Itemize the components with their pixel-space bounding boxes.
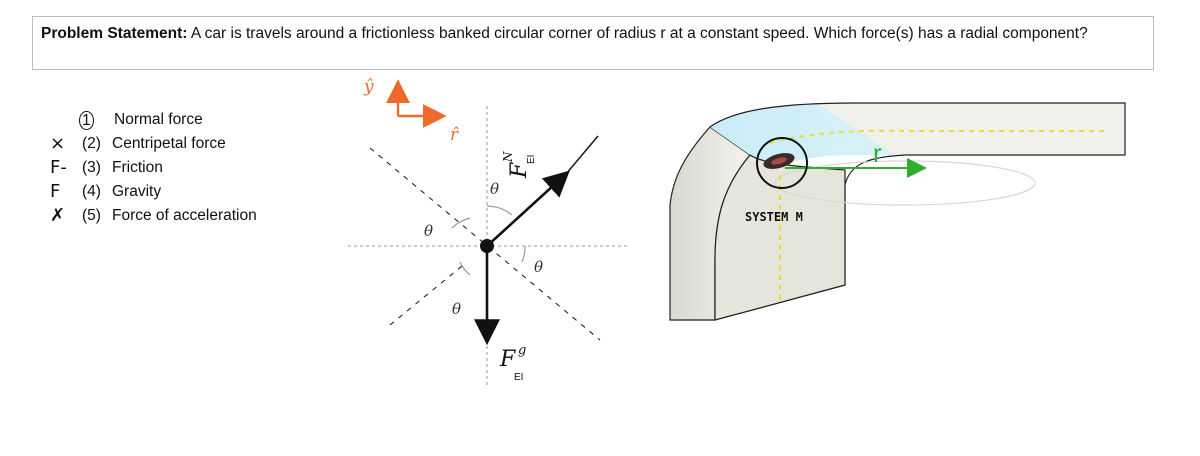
theta-label-left: θ <box>424 222 433 240</box>
gravity-force-label: F EI g <box>499 343 526 383</box>
system-label: SYSTEM M <box>745 210 803 224</box>
system-circle <box>756 137 808 189</box>
theta-label-top: θ <box>490 180 499 198</box>
option-label: Centripetal force <box>112 135 226 152</box>
option-number: (4) <box>82 183 101 200</box>
option-label: Force of acceleration <box>112 207 257 224</box>
banked-surface-light <box>815 103 1125 155</box>
option-mark: F <box>50 181 61 202</box>
car-icon <box>763 153 795 169</box>
option-label: Gravity <box>112 183 162 200</box>
gravity-force-subscript: EI <box>514 372 523 383</box>
coordinate-axes: ŷ r̂ <box>363 77 459 145</box>
option-number: (2) <box>82 135 101 152</box>
option-mark: × <box>50 133 66 154</box>
object-point <box>480 239 494 253</box>
track-outline <box>709 102 1126 321</box>
problem-label: Problem Statement: <box>41 25 188 42</box>
normal-force-extension <box>565 135 599 175</box>
radius-label: r <box>873 138 882 168</box>
theta-arc-right <box>521 245 526 263</box>
theta-arc-left <box>451 217 471 229</box>
option-mark: F- <box>50 157 67 178</box>
perpendicular-dashed-line <box>389 265 463 326</box>
theta-label-right: θ <box>534 258 543 276</box>
normal-force-label: F EI N <box>501 151 537 179</box>
option-number-circled: 1 <box>79 111 94 130</box>
normal-force-arrow <box>486 170 570 247</box>
problem-text: A car is travels around a frictionless b… <box>187 25 1088 42</box>
option-label: Friction <box>112 159 163 176</box>
problem-statement: Problem Statement: A car is travels arou… <box>32 16 1154 70</box>
normal-force-superscript: N <box>501 151 515 163</box>
angle-marks <box>451 205 526 276</box>
option-label: Normal force <box>114 111 203 128</box>
banked-track-illustration: r SYSTEM M <box>669 102 1126 321</box>
r-hat-label: r̂ <box>450 125 459 145</box>
gravity-force-superscript: g <box>518 343 526 358</box>
option-number: (5) <box>82 207 101 224</box>
theta-arc-bottom <box>459 261 471 276</box>
gravity-force-symbol: F <box>499 347 516 372</box>
option-mark: ✗ <box>50 205 66 226</box>
normal-force-symbol: F <box>507 162 532 179</box>
y-hat-label: ŷ <box>363 77 374 97</box>
option-number: (3) <box>82 159 101 176</box>
theta-arc-top <box>486 205 513 216</box>
theta-label-bottom: θ <box>452 300 461 318</box>
free-body-diagram: ŷ r̂ θ θ θ θ F EI N F EI g <box>348 77 628 386</box>
normal-force-subscript: EI <box>526 155 537 164</box>
circular-path-ellipse <box>774 160 1036 206</box>
